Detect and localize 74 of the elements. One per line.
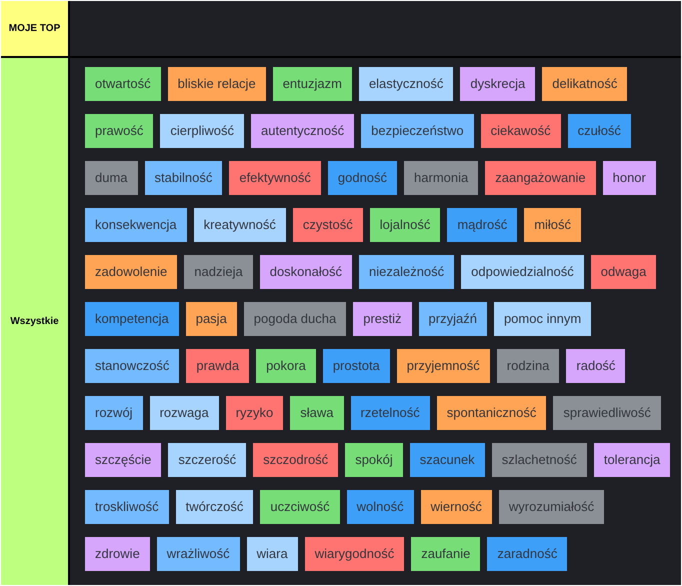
value-tag: szlachetność [492,443,587,477]
value-tag: prestiż [353,302,412,336]
tier-label: Wszystkie [1,58,68,585]
tier-row [70,58,681,585]
value-tag: pokora [256,349,316,383]
value-tag: zaangażowanie [485,161,596,195]
value-tag: zaradność [487,537,568,571]
value-tag: prostota [322,349,390,383]
value-tag: harmonia [404,161,478,195]
value-tag: tolerancja [594,443,670,477]
value-tag: cierpliwość [160,114,244,148]
value-tag: przyjaźń [418,302,487,336]
value-tag: autentyczność [251,114,354,148]
value-tag: ciekawość [480,114,561,148]
value-tag: pasja [186,302,237,336]
value-tag: bliskie relacje [168,67,266,101]
value-tag: wiarygodność [304,537,404,571]
value-tag: entuzjazm [272,67,352,101]
value-tag: honor [602,161,656,195]
value-tag: szczerość [168,443,246,477]
value-tag: wierność [420,490,492,524]
value-tag: elastyczność [358,67,454,101]
value-tag: prawda [186,349,250,383]
value-tag: rozwaga [150,396,219,430]
value-tag: mądrość [447,208,518,242]
value-tag: szczodrość [253,443,338,477]
value-tag: prawość [85,114,154,148]
value-tag: konsekwencja [85,208,187,242]
value-tag: stabilność [144,161,222,195]
value-tag: ryzyko [226,396,284,430]
value-tag: uczciwość [260,490,340,524]
value-tag: lojalność [370,208,440,242]
value-tag: niezależność [359,255,454,289]
value-tag: stanowczość [85,349,180,383]
value-tag: radość [566,349,626,383]
value-tag: szczęście [85,443,162,477]
value-tag: dyskrecja [460,67,536,101]
value-tag: rozwój [85,396,143,430]
value-tag: przyjemność [396,349,490,383]
value-tag: czułość [568,114,631,148]
value-tag: bezpieczeństwo [361,114,474,148]
value-tag: miłość [524,208,582,242]
value-tag: rzetelność [350,396,430,430]
tier-label: MOJE TOP [1,1,68,56]
value-tag: rodzina [496,349,560,383]
value-tag: sprawiedliwość [553,396,661,430]
value-tag: twórczość [176,490,254,524]
value-tag: spontaniczność [436,396,546,430]
value-tag: kompetencja [85,302,179,336]
value-tag: nadzieja [184,255,253,289]
value-tag: efektywność [229,161,321,195]
value-tag: kreatywność [194,208,286,242]
value-tag: szacunek [410,443,485,477]
value-tag: troskliwość [85,490,169,524]
value-tag: zaufanie [411,537,480,571]
value-tag: duma [85,161,138,195]
value-tag: godność [328,161,398,195]
value-tag: sława [290,396,344,430]
value-tag: zadowolenie [85,255,178,289]
value-tag: wyrozumiałość [498,490,604,524]
value-tag: czystość [292,208,363,242]
value-tag: delikatność [542,67,628,101]
value-tag: spokój [345,443,403,477]
value-tag: otwartość [85,67,161,101]
value-tag: doskonałość [260,255,352,289]
value-tag: odwaga [590,255,656,289]
value-tag: wrażliwość [156,537,240,571]
value-tag: odpowiedzialność [461,255,584,289]
value-tag: zdrowie [85,537,150,571]
value-tag: pogoda ducha [244,302,346,336]
value-tag: pomoc innym [494,302,592,336]
value-tag: wiara [246,537,298,571]
tier-row [70,1,681,56]
value-tag: wolność [346,490,414,524]
